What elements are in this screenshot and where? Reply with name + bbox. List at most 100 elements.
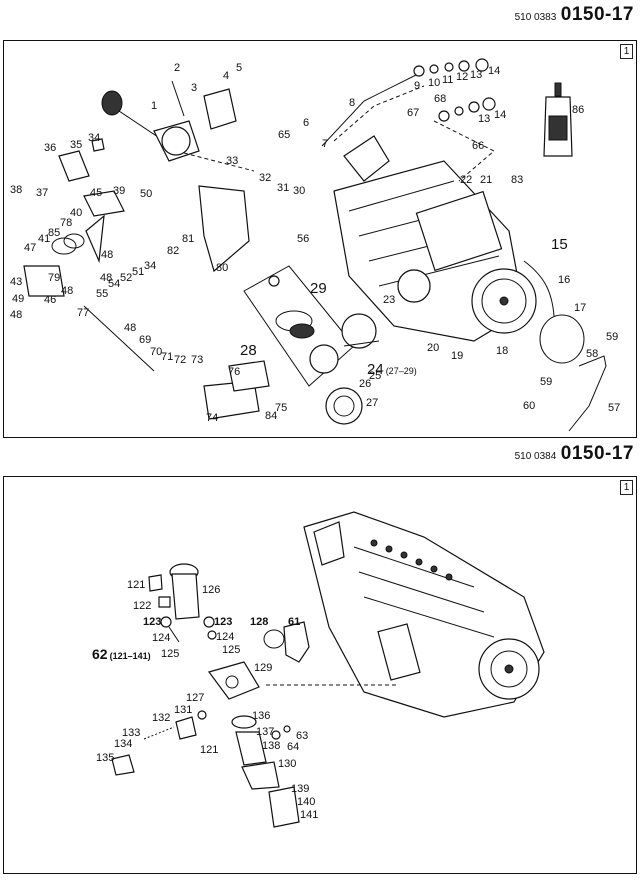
label-140: 140 xyxy=(297,796,315,808)
label-128: 128 xyxy=(250,616,268,628)
label-75: 75 xyxy=(275,402,287,414)
stop-solenoid xyxy=(203,360,270,420)
label-63: 63 xyxy=(296,730,308,742)
label-138: 138 xyxy=(262,740,280,752)
label-28: 28 xyxy=(240,342,257,359)
label-56: 56 xyxy=(297,233,309,245)
label-29: 29 xyxy=(310,280,327,297)
label-62-suffix: (121–141) xyxy=(110,651,151,661)
label-38: 38 xyxy=(10,184,22,196)
label-32: 32 xyxy=(259,172,271,184)
o-ring xyxy=(539,314,585,364)
label-127: 127 xyxy=(186,692,204,704)
label-13b: 13 xyxy=(478,113,490,125)
label-74: 74 xyxy=(206,412,218,424)
label-5: 5 xyxy=(236,62,242,74)
label-10: 10 xyxy=(428,77,440,89)
label-43: 43 xyxy=(10,276,22,288)
label-22: 22 xyxy=(460,174,472,186)
label-50: 50 xyxy=(140,188,152,200)
label-54: 54 xyxy=(108,278,120,290)
label-11: 11 xyxy=(442,74,453,86)
control-lever xyxy=(101,90,200,162)
label-7: 7 xyxy=(322,138,328,150)
hand-pump-parts xyxy=(111,563,310,828)
label-1: 1 xyxy=(151,100,157,112)
label-84: 84 xyxy=(265,410,277,422)
injection-pump-illustration xyxy=(303,511,545,718)
label-48e: 48 xyxy=(100,272,112,284)
label-121b: 121 xyxy=(200,744,218,756)
label-136: 136 xyxy=(252,710,270,722)
label-48: 48 xyxy=(10,309,22,321)
label-30: 30 xyxy=(293,185,305,197)
label-57: 57 xyxy=(608,402,620,414)
label-35: 35 xyxy=(70,139,82,151)
label-4: 4 xyxy=(223,70,229,82)
reference-number-top: 510 0383 0150-17 xyxy=(515,4,634,26)
nuts-row xyxy=(413,58,496,122)
label-85: 85 xyxy=(48,227,60,239)
label-46: 46 xyxy=(44,294,56,306)
label-52: 52 xyxy=(120,272,132,284)
label-67: 67 xyxy=(407,107,419,119)
exploded-diagram-hand-pump: 1 xyxy=(3,476,637,874)
label-33: 33 xyxy=(226,155,238,167)
label-130: 130 xyxy=(278,758,296,770)
label-124b: 124 xyxy=(216,631,234,643)
label-14b: 14 xyxy=(494,109,506,121)
label-72: 72 xyxy=(174,354,186,366)
label-26: 26 xyxy=(359,378,371,390)
ref-code: 510 0383 xyxy=(514,12,557,23)
label-55: 55 xyxy=(96,288,108,300)
label-64: 64 xyxy=(287,741,299,753)
label-9: 9 xyxy=(414,80,420,92)
label-83: 83 xyxy=(511,174,523,186)
label-23: 23 xyxy=(383,294,395,306)
label-132: 132 xyxy=(152,712,170,724)
label-61: 61 xyxy=(288,616,300,628)
label-139: 139 xyxy=(291,783,309,795)
label-25: 25 xyxy=(369,370,381,382)
label-12: 12 xyxy=(456,71,468,83)
label-40: 40 xyxy=(70,207,82,219)
feed-pump xyxy=(325,269,431,425)
label-81: 81 xyxy=(182,233,194,245)
label-134: 134 xyxy=(114,738,132,750)
label-125b: 125 xyxy=(222,644,240,656)
label-41: 41 xyxy=(38,233,50,245)
label-47: 47 xyxy=(24,242,36,254)
label-24: 24(27–29) xyxy=(367,361,417,378)
ref-main: 0150-17 xyxy=(560,4,634,25)
left-assembly xyxy=(23,138,155,372)
label-126: 126 xyxy=(202,584,220,596)
label-125: 125 xyxy=(161,648,179,660)
label-59: 59 xyxy=(606,331,618,343)
label-24-number: 24 xyxy=(367,361,384,378)
label-8: 8 xyxy=(349,97,355,109)
label-137: 137 xyxy=(256,726,274,738)
label-6: 6 xyxy=(303,117,309,129)
label-37: 37 xyxy=(36,187,48,199)
ref-main-2: 0150-17 xyxy=(560,443,634,464)
label-141: 141 xyxy=(300,809,318,821)
label-51: 51 xyxy=(132,266,144,278)
label-49: 49 xyxy=(12,293,24,305)
label-62-number: 62 xyxy=(92,646,108,662)
label-124: 124 xyxy=(152,632,170,644)
diagram-drawing: 1 2 3 4 5 6 7 8 9 10 11 12 13 14 13 14 6… xyxy=(10,58,620,432)
label-45: 45 xyxy=(90,187,102,199)
label-135: 135 xyxy=(96,752,114,764)
label-73: 73 xyxy=(191,354,203,366)
sleeve xyxy=(203,88,237,130)
label-24-suffix: (27–29) xyxy=(386,366,417,376)
label-17: 17 xyxy=(574,302,586,314)
label-34b: 34 xyxy=(144,260,156,272)
page-indicator-2: 1 xyxy=(620,480,633,495)
injection-pump-body xyxy=(333,135,537,342)
label-16: 16 xyxy=(558,274,570,286)
ref-code-2: 510 0384 xyxy=(514,451,557,462)
sealant-bottle xyxy=(543,82,573,157)
label-123b: 123 xyxy=(214,616,232,628)
label-36: 36 xyxy=(44,142,56,154)
